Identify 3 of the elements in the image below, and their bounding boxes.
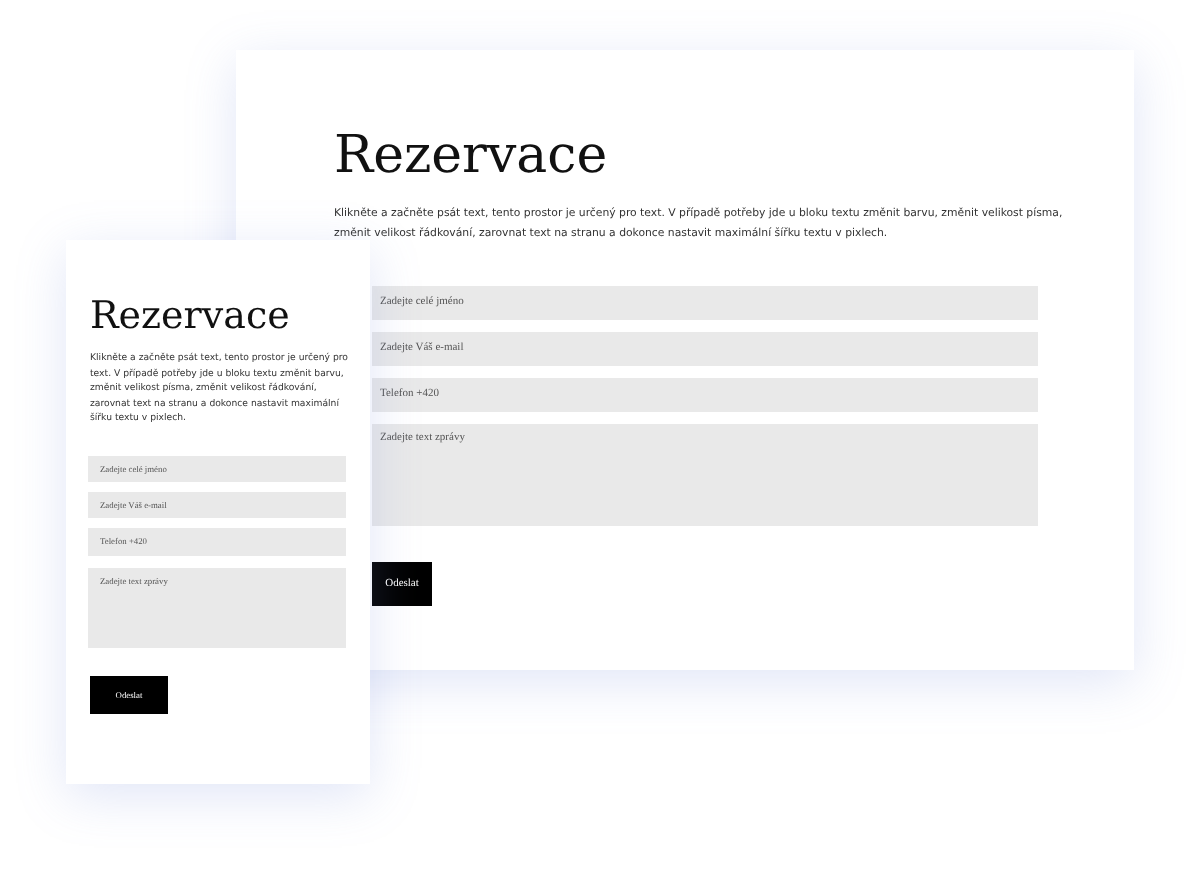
form-card	[66, 240, 370, 784]
heading: Rezervace	[90, 294, 290, 338]
heading: Rezervace	[334, 126, 608, 186]
